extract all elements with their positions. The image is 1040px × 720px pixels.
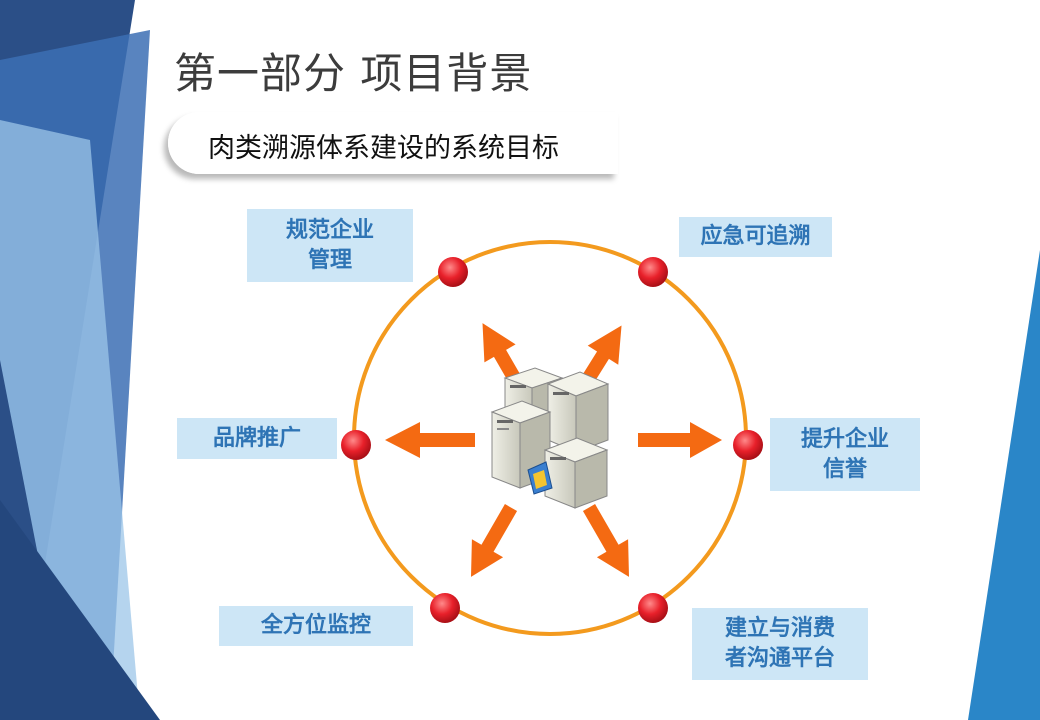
- node-bottom-right: [638, 593, 668, 623]
- right-accent-panel: [968, 250, 1040, 720]
- admin-badge-icon: [527, 461, 553, 495]
- arrow-right: [638, 422, 722, 458]
- goal-label-monitoring: 全方位监控: [219, 606, 413, 646]
- goal-label-line: 规范企业: [285, 217, 374, 243]
- goal-label-consumer-platform: 建立与消费 者沟通平台: [692, 608, 868, 680]
- server-icon: [543, 437, 609, 509]
- goal-label-line: 建立与消费: [724, 616, 835, 642]
- server-icon: [546, 371, 610, 453]
- node-top-left: [438, 257, 468, 287]
- node-left: [341, 430, 371, 460]
- arrow-bottom-left: [471, 504, 518, 577]
- goal-label-management: 规范企业 管理: [247, 209, 413, 282]
- goal-label-brand: 品牌推广: [177, 418, 337, 459]
- goal-label-line: 信誉: [822, 456, 867, 482]
- goal-label-line: 提升企业: [800, 426, 889, 452]
- goal-label-reputation: 提升企业 信誉: [770, 418, 920, 491]
- node-right: [733, 430, 763, 460]
- goal-label-line: 全方位监控: [260, 613, 371, 639]
- arrow-left: [385, 422, 475, 458]
- subtitle-banner: [168, 112, 618, 174]
- slide-subtitle: 肉类溯源体系建设的系统目标: [208, 133, 559, 164]
- goal-label-line: 管理: [307, 247, 352, 273]
- arrow-bottom-right: [582, 504, 629, 577]
- goal-label-line: 者沟通平台: [724, 646, 835, 671]
- slide-title: 第一部分 项目背景: [174, 49, 533, 98]
- goal-label-line: 应急可追溯: [700, 224, 811, 250]
- goal-label-traceability: 应急可追溯: [679, 217, 832, 257]
- node-top-right: [638, 257, 668, 287]
- server-cluster-icon: [490, 367, 610, 509]
- left-bottom-panel: [0, 500, 160, 720]
- goal-label-line: 品牌推广: [212, 425, 301, 451]
- node-bottom-left: [430, 593, 460, 623]
